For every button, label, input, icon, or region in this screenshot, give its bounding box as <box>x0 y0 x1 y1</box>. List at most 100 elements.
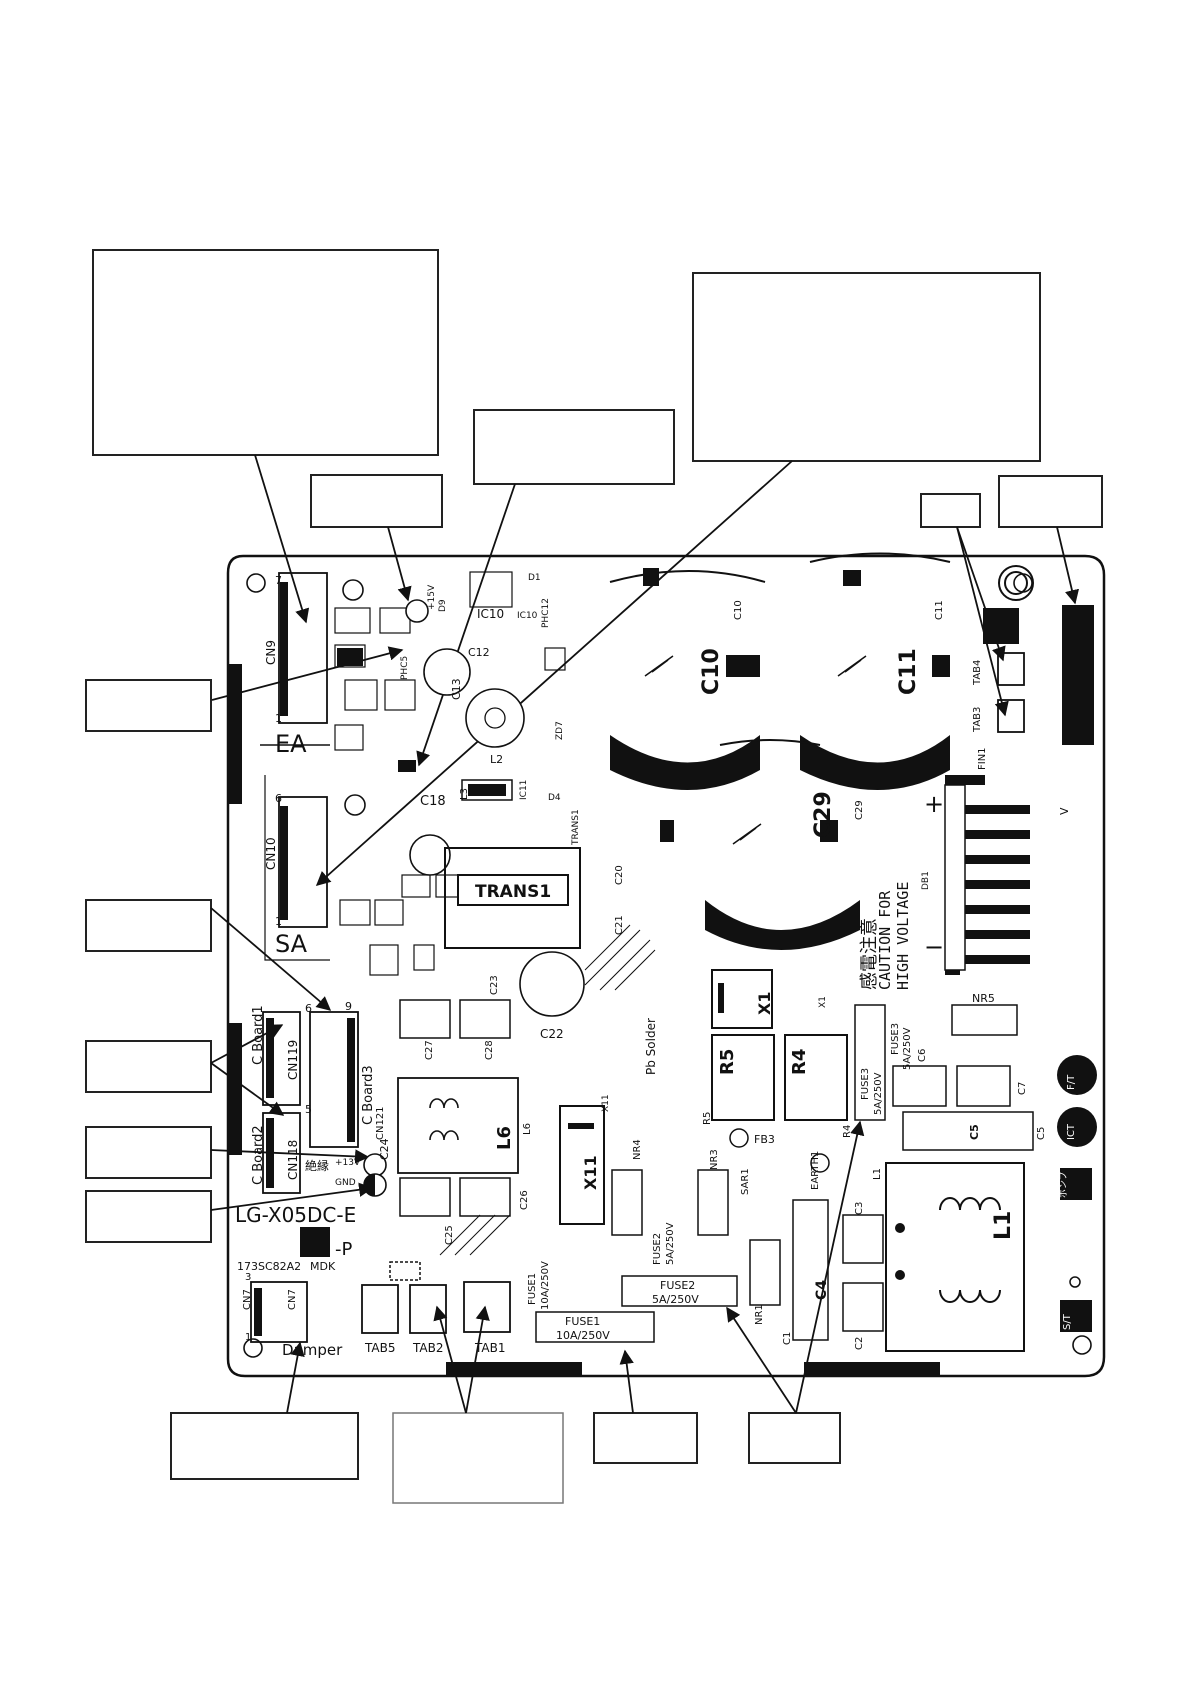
svg-text:FUSE1: FUSE1 <box>527 1273 538 1305</box>
sa-label: SA <box>275 930 308 958</box>
svg-text:−: − <box>924 933 944 961</box>
svg-text:C Board1: C Board1 <box>251 1005 266 1065</box>
resistor-r5 <box>711 1034 775 1121</box>
svg-text:C26: C26 <box>519 1190 530 1210</box>
svg-text:C28: C28 <box>484 1040 495 1060</box>
caution-jp: 感電注意 <box>859 918 880 990</box>
crystal-x11 <box>559 1105 605 1225</box>
svg-text:X1: X1 <box>755 992 774 1015</box>
svg-text:SAR1: SAR1 <box>740 1168 751 1195</box>
svg-text:CN121: CN121 <box>375 1106 386 1140</box>
svg-text:6: 6 <box>275 792 282 805</box>
svg-text:9: 9 <box>345 1000 352 1013</box>
svg-text:X11: X11 <box>581 1155 600 1190</box>
svg-text:L1: L1 <box>991 1211 1016 1240</box>
inductor-l6 <box>397 1077 519 1174</box>
svg-text:FUSE2: FUSE2 <box>660 1279 695 1292</box>
callout-box-tab12 <box>392 1412 564 1504</box>
svg-text:ポンプ: ポンプ <box>1058 1171 1069 1198</box>
svg-text:CN7: CN7 <box>287 1289 298 1310</box>
svg-text:C10: C10 <box>733 600 744 620</box>
tab3-tab4: TAB4 TAB3 <box>972 605 1094 745</box>
svg-text:+13V: +13V <box>335 1158 361 1168</box>
capacitor-c11: C11 C11 <box>800 552 951 790</box>
svg-text:C29: C29 <box>811 791 836 838</box>
svg-text:TAB4: TAB4 <box>972 660 983 686</box>
svg-text:C11: C11 <box>896 648 921 695</box>
svg-text:TAB2: TAB2 <box>412 1341 443 1355</box>
inductor-l1 <box>885 1162 1025 1352</box>
svg-text:5A/250V: 5A/250V <box>902 1027 913 1070</box>
callout-box-c24 <box>85 1126 212 1179</box>
svg-text:C11: C11 <box>934 600 945 620</box>
svg-text:X1: X1 <box>818 996 828 1008</box>
svg-text:C Board2: C Board2 <box>251 1125 266 1185</box>
svg-text:1: 1 <box>275 915 282 928</box>
svg-text:FB3: FB3 <box>754 1133 775 1146</box>
svg-text:CN119: CN119 <box>286 1040 300 1080</box>
callout-box-damper <box>170 1412 359 1480</box>
svg-text:FIN1: FIN1 <box>977 747 988 770</box>
cn7-connector <box>250 1281 308 1343</box>
svg-text:5A/250V: 5A/250V <box>665 1222 676 1265</box>
svg-text:6: 6 <box>305 1002 312 1015</box>
pcb-outline <box>226 554 1106 1378</box>
svg-text:C12: C12 <box>468 646 490 659</box>
svg-text:CN10: CN10 <box>264 837 278 870</box>
svg-text:F/T: F/T <box>1066 1074 1077 1090</box>
svg-text:FUSE3: FUSE3 <box>890 1023 901 1055</box>
svg-text:R5: R5 <box>717 1049 738 1075</box>
capacitor-c29: C29 C29 <box>660 739 865 950</box>
heatsink-fin1: DB1 FIN1 V + − <box>921 747 1071 975</box>
svg-text:絶縁: 絶縁 <box>305 1158 329 1173</box>
svg-text:D4: D4 <box>548 793 561 803</box>
svg-text:+15V: +15V <box>427 584 437 610</box>
svg-text:TAB1: TAB1 <box>474 1341 505 1355</box>
svg-text:C24: C24 <box>378 1138 391 1160</box>
varistor-nr5 <box>951 1004 1018 1036</box>
svg-text:C29: C29 <box>854 800 865 820</box>
svg-text:DB1: DB1 <box>921 871 931 890</box>
svg-text:TAB5: TAB5 <box>364 1341 395 1355</box>
svg-text:10A/250V: 10A/250V <box>556 1329 610 1342</box>
svg-text:NR1: NR1 <box>754 1304 765 1325</box>
svg-text:CN118: CN118 <box>286 1140 300 1180</box>
svg-text:TAB3: TAB3 <box>972 707 983 733</box>
svg-text:1: 1 <box>275 712 282 725</box>
svg-text:C1: C1 <box>782 1332 793 1345</box>
svg-text:NR5: NR5 <box>972 992 995 1005</box>
fuse1 <box>535 1311 655 1343</box>
fuse3 <box>854 1004 886 1121</box>
svg-text:C5: C5 <box>1036 1127 1047 1140</box>
svg-text:TRANS1: TRANS1 <box>475 882 551 902</box>
svg-text:FUSE2: FUSE2 <box>652 1233 663 1265</box>
callout-box-fuse1 <box>593 1412 698 1464</box>
svg-text:L2: L2 <box>490 753 503 766</box>
svg-text:5A/250V: 5A/250V <box>873 1072 884 1115</box>
callout-box-fuse23 <box>748 1412 841 1464</box>
svg-text:R5: R5 <box>702 1112 713 1125</box>
svg-text:5A/250V: 5A/250V <box>652 1293 699 1306</box>
svg-text:D1: D1 <box>528 573 541 583</box>
svg-text:CN7: CN7 <box>242 1289 253 1310</box>
svg-text:3: 3 <box>245 1272 251 1283</box>
svg-text:PHC5: PHC5 <box>400 656 410 680</box>
svg-text:+: + <box>924 790 944 818</box>
svg-text:C27: C27 <box>424 1040 435 1060</box>
svg-text:C25: C25 <box>444 1225 455 1245</box>
callout-box-cn9 <box>92 249 439 456</box>
svg-text:C18: C18 <box>420 794 446 809</box>
svg-text:C5: C5 <box>968 1124 981 1140</box>
svg-text:D9: D9 <box>438 599 448 612</box>
callout-box-gnd <box>85 1190 212 1243</box>
svg-text:IC10: IC10 <box>517 611 538 621</box>
svg-text:TRANS1: TRANS1 <box>571 809 581 846</box>
svg-text:C4: C4 <box>814 1280 830 1300</box>
svg-text:C13: C13 <box>450 678 463 700</box>
svg-text:C7: C7 <box>1017 1082 1028 1095</box>
callout-box-c30 <box>310 474 443 528</box>
cn121-connector <box>309 1011 359 1148</box>
svg-text:IC10: IC10 <box>477 607 504 621</box>
callout-box-phc <box>85 679 212 732</box>
